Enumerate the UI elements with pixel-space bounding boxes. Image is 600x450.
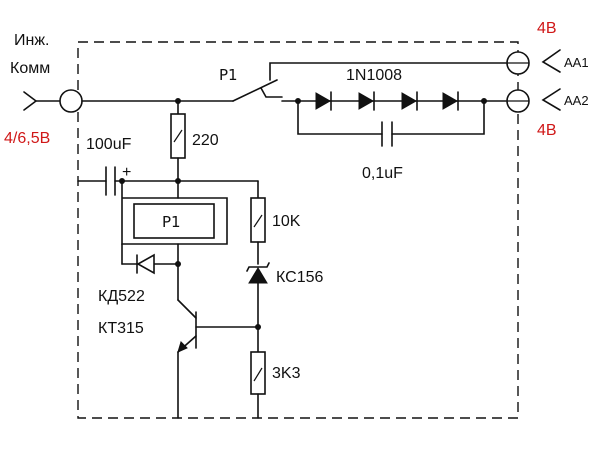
- output-connector-aa2: [541, 88, 561, 111]
- zener-kc156: [248, 267, 268, 284]
- bypass-wire-right: [391, 100, 485, 135]
- transistor-emitter-arrow: [177, 341, 188, 353]
- relay-contact-blade: [232, 79, 278, 102]
- out1-name-label: AA1: [564, 55, 589, 70]
- junction-dot: [255, 324, 261, 330]
- diode-kd522: [136, 253, 155, 275]
- transistor-label: КТ315: [98, 320, 144, 337]
- bypass-wire-left: [297, 100, 383, 135]
- injector-label-line2: Комм: [10, 60, 50, 77]
- output-connector-aa1: [541, 49, 561, 73]
- injector-label-line1: Инж.: [14, 32, 49, 49]
- input-connector-arrow: [23, 91, 38, 111]
- input-voltage-label: 4/6,5В: [4, 130, 50, 147]
- out2-voltage-label: 4В: [537, 122, 557, 139]
- out2-name-label: AA2: [564, 93, 589, 108]
- diode-chain: [315, 91, 459, 111]
- diode-2: [358, 92, 375, 110]
- res-top-label: 220: [192, 132, 219, 149]
- relay-contact-label: P1: [219, 66, 238, 84]
- resistor-10k-mark: [253, 214, 263, 228]
- diode-3: [401, 92, 418, 110]
- resistor-220-mark: [173, 129, 183, 143]
- relay-nc-contact: [260, 87, 283, 98]
- diode-label: КД522: [98, 288, 145, 305]
- resistor-3k3: [250, 351, 266, 395]
- zener-label: КС156: [276, 269, 323, 286]
- input-terminal: [59, 89, 83, 113]
- relay-coil-label: P1: [162, 213, 181, 231]
- relay-coil: [133, 203, 215, 239]
- polarity-mark: +: [122, 164, 131, 181]
- diode-1: [315, 92, 332, 110]
- zener-kc156-bar: [246, 262, 270, 272]
- res-mid-label: 10K: [272, 213, 301, 230]
- cap-large-label: 100uF: [86, 136, 132, 153]
- coil-frame-wire: [121, 180, 228, 245]
- cap-small-label: 0,1uF: [362, 165, 403, 182]
- enclosure-border: [77, 41, 519, 419]
- relay-no-wire: [269, 62, 507, 81]
- out1-voltage-label: 4В: [537, 20, 557, 37]
- transistor-collector: [177, 299, 197, 319]
- res-bottom-label: 3K3: [272, 365, 301, 382]
- diode-4: [442, 92, 459, 110]
- junction-dot: [175, 261, 181, 267]
- resistor-3k3-mark: [253, 367, 263, 382]
- diode-chain-label: 1N1008: [346, 67, 402, 84]
